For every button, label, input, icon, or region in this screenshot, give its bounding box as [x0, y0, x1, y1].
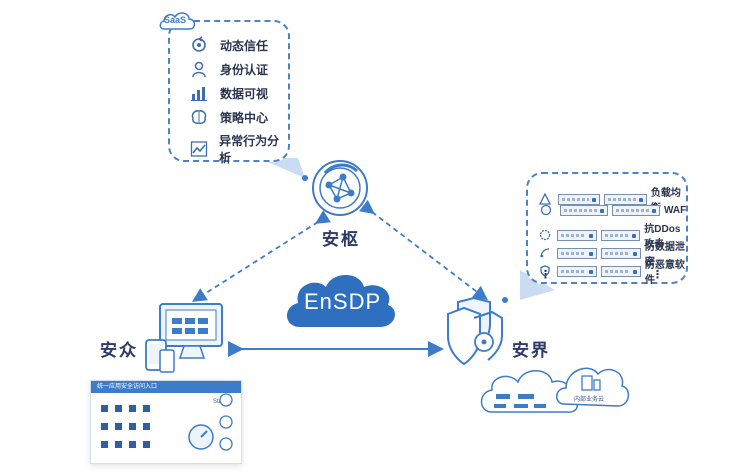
brain-icon	[188, 108, 210, 126]
user-icon	[188, 60, 210, 78]
hub-label: 安枢	[322, 230, 360, 249]
chart-icon	[188, 84, 210, 102]
portal-title: 统一应用安全访问入口	[91, 381, 241, 393]
gauge-icon	[187, 423, 215, 456]
signal-icon	[538, 245, 551, 261]
gateway-item-ddos: 抗DDos攻击	[538, 220, 690, 250]
gateway-panel: 负载均衡 WAF 抗DDos攻击 防数据泄密 防恶意软件 ⋮ ⋮	[526, 172, 690, 286]
saas-item-label: 异常行为分析	[219, 134, 280, 165]
ensdp-label: EnSDP	[304, 289, 382, 314]
gateway-ellipsis-right: ⋮	[652, 269, 663, 281]
trend-icon	[188, 140, 209, 158]
saas-badge: SaaS	[158, 9, 198, 31]
saas-item-visual: 数据可视	[188, 84, 268, 102]
gateway-item-label: WAF	[664, 204, 687, 216]
user-avatars	[214, 392, 244, 467]
cloud-cluster: 内部业务云	[478, 352, 630, 416]
saas-item-label: 数据可视	[220, 86, 269, 101]
refresh-icon	[188, 36, 210, 54]
boundary-label: 安界	[512, 341, 550, 360]
saas-item-anomaly: 异常行为分析	[188, 132, 288, 166]
shield-gear-icon	[538, 227, 551, 243]
saas-panel: 动态信任 身份认证 数据可视 策略中心 异常行为分析	[168, 20, 290, 165]
saas-item-label: 身份认证	[220, 62, 269, 77]
portal-screenshot: 统一应用安全访问入口 Staff	[90, 380, 242, 464]
portal-user-label: Staff	[213, 399, 226, 405]
gateway-ellipsis-left: ⋮	[540, 269, 551, 281]
gateway-item-waf: WAF	[538, 202, 686, 218]
saas-item-label: 动态信任	[220, 38, 269, 53]
gateway-item-label: 防数据泄密	[644, 242, 685, 268]
boundary-shield-icon	[440, 296, 504, 368]
warning-icon	[538, 191, 552, 207]
shield-icon	[538, 263, 551, 279]
hub-node-icon	[305, 155, 375, 225]
gateway-item-malware: 防恶意软件	[538, 256, 686, 286]
client-label: 安众	[100, 341, 138, 360]
saas-item-identity: 身份认证	[188, 60, 268, 78]
saas-badge-label: SaaS	[164, 15, 187, 25]
gateway-item-label: 防恶意软件	[644, 260, 685, 286]
saas-item-label: 策略中心	[220, 110, 269, 125]
saas-item-policy: 策略中心	[188, 108, 268, 126]
gateway-item-load-balance: 负载均衡	[538, 184, 686, 214]
cloud-icon	[538, 202, 554, 218]
gateway-item-label: 抗DDos攻击	[644, 224, 681, 250]
saas-item-dynamic-trust: 动态信任	[188, 36, 268, 54]
client-devices-icon	[140, 300, 250, 380]
ensdp-cloud: EnSDP	[280, 265, 400, 335]
internal-cloud-label: 内部业务云	[574, 397, 605, 403]
gateway-item-dlp: 防数据泄密	[538, 238, 686, 268]
